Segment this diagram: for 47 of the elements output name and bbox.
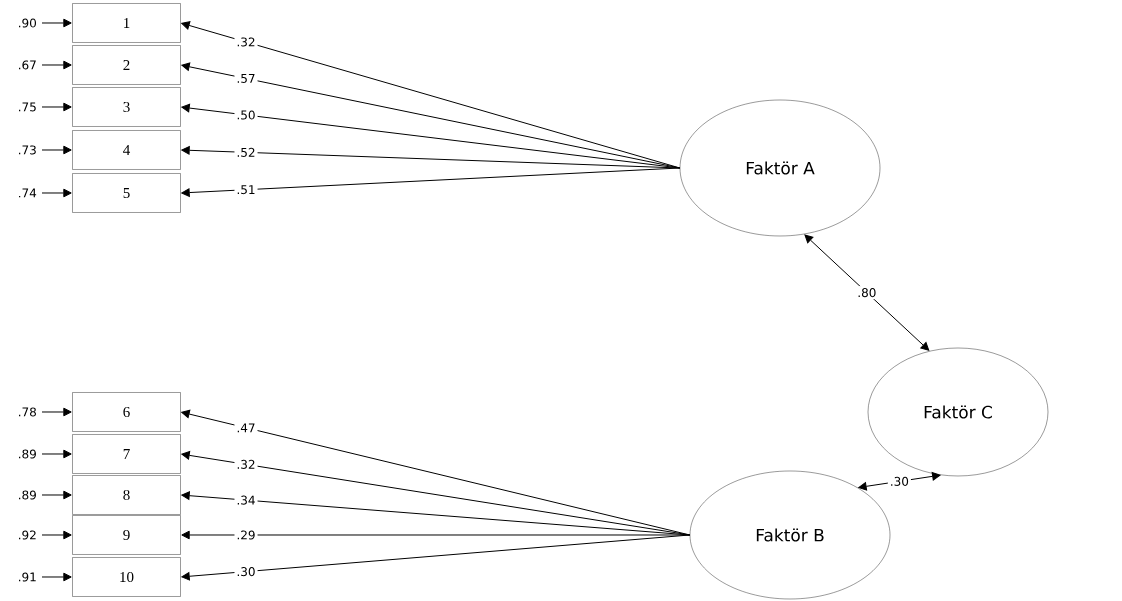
error-arrow (41, 407, 72, 417)
edge-label: .75 (19, 102, 36, 112)
error-arrow (41, 490, 72, 500)
variable-box: 7 (72, 434, 181, 474)
edge-label: .50 (237, 110, 255, 120)
variable-box: 6 (72, 392, 181, 432)
correlation-arrow (858, 472, 941, 491)
edge-label: .51 (237, 185, 255, 195)
edge-label: .89 (19, 449, 36, 459)
edge-label: .80 (858, 288, 876, 298)
edge-label: .47 (237, 423, 255, 433)
edge-label: .57 (237, 74, 255, 83)
error-arrow (41, 572, 72, 582)
edge-label: .34 (237, 495, 255, 505)
loading-arrow (181, 530, 691, 540)
edge-label: .30 (891, 476, 909, 486)
edge-label: .32 (237, 37, 255, 47)
loading-arrow (181, 534, 691, 581)
edge-label: .92 (19, 530, 36, 540)
error-arrow (41, 102, 72, 112)
error-arrow (41, 188, 72, 198)
edge-label: .67 (19, 60, 36, 70)
edge-label: .90 (19, 18, 36, 28)
error-arrow (41, 60, 72, 70)
variable-box: 3 (72, 87, 181, 127)
variable-box: 5 (72, 173, 181, 213)
loading-arrow (181, 167, 681, 197)
error-arrow (41, 145, 72, 155)
variable-box: 9 (72, 515, 181, 555)
variable-box: 4 (72, 130, 181, 170)
variable-box: 1 (72, 3, 181, 43)
edge-label: .74 (19, 188, 37, 198)
edge-label: .52 (237, 147, 255, 157)
edge-label: .32 (237, 459, 255, 469)
edge-label: .73 (19, 145, 36, 155)
correlation-arrow (804, 234, 930, 351)
variable-box: 10 (72, 557, 181, 597)
edge-label: .91 (19, 572, 36, 582)
error-arrow (41, 449, 72, 459)
variable-box: 2 (72, 45, 181, 85)
edge-label: .29 (237, 530, 255, 540)
error-arrow (41, 530, 72, 540)
edge-label: .89 (19, 490, 36, 500)
variable-box: 8 (72, 475, 181, 515)
error-arrow (41, 18, 72, 28)
edge-label: .78 (19, 407, 36, 417)
edge-label: .30 (237, 567, 255, 577)
